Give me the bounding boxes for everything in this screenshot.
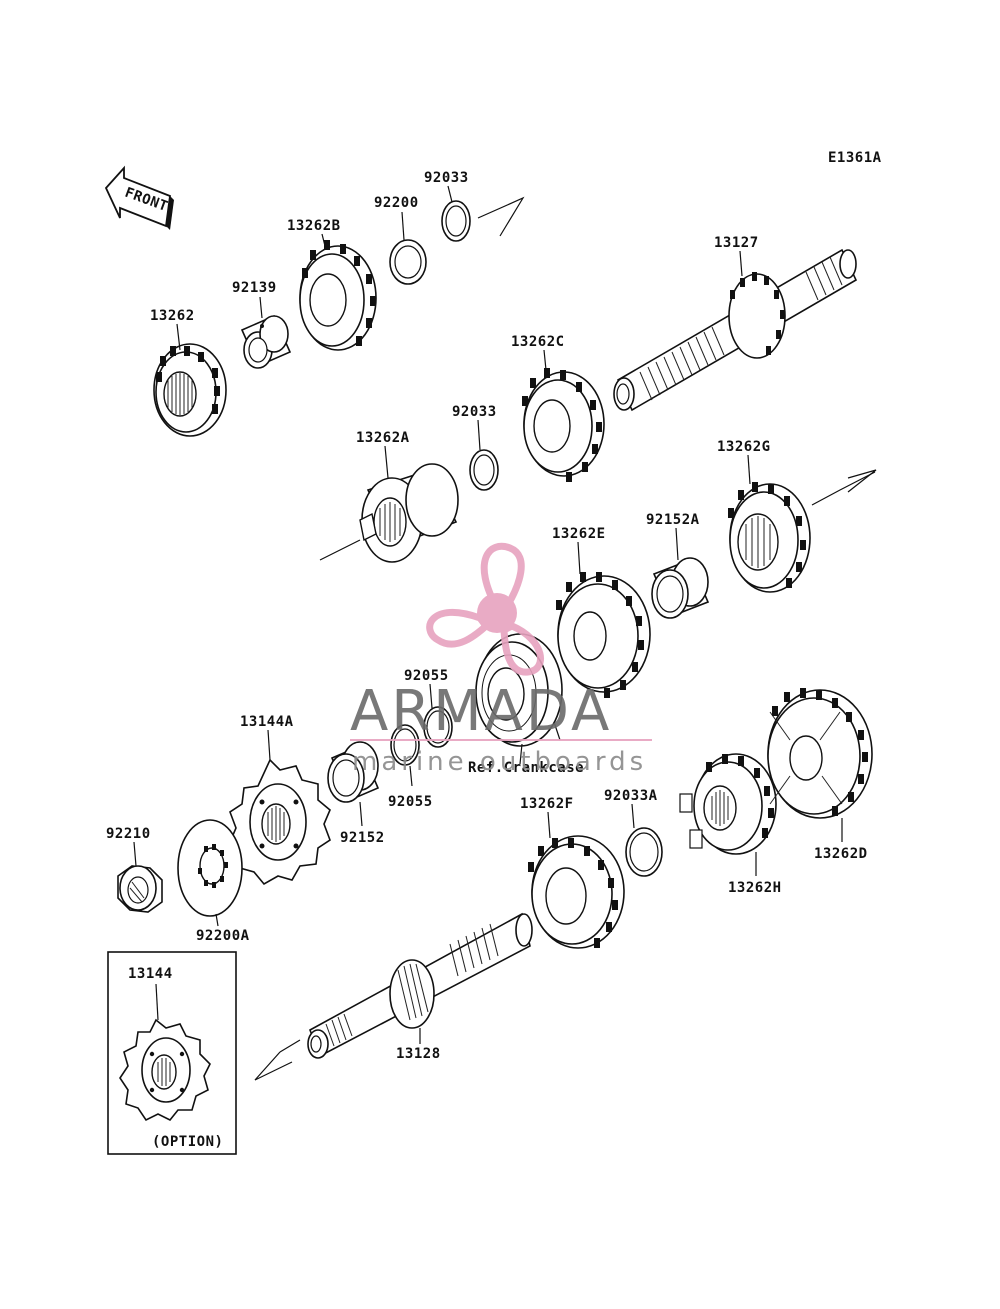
- label-13262E: 13262E: [552, 526, 606, 542]
- label-13262D: 13262D: [814, 846, 868, 862]
- label-92139: 92139: [232, 280, 277, 296]
- needle-bearing-92139: [240, 314, 292, 369]
- label-13144: 13144: [128, 966, 173, 982]
- label-92055-bottom: 92055: [388, 794, 433, 810]
- sprocket-13144: [119, 1018, 211, 1122]
- watermark: ARMADA marine outboards: [350, 542, 652, 777]
- option-label: (OPTION): [152, 1134, 223, 1150]
- gear-13262H: [679, 753, 777, 855]
- gear-13262E: [556, 572, 651, 698]
- diagram-code: E1361A: [828, 150, 882, 166]
- label-13144A: 13144A: [240, 714, 294, 730]
- label-92033A: 92033A: [604, 788, 658, 804]
- label-92033-mid: 92033: [452, 404, 497, 420]
- watermark-tagline: marine outboards: [352, 747, 647, 777]
- gear-13262: [153, 343, 227, 437]
- circlip-92033A: [625, 827, 663, 877]
- collar-92152A: [651, 557, 710, 619]
- label-13262H: 13262H: [728, 880, 782, 896]
- watermark-brand: ARMADA: [350, 679, 612, 744]
- label-13262A: 13262A: [356, 430, 410, 446]
- washer-92200: [389, 239, 427, 285]
- circlip-92033-top: [441, 200, 471, 242]
- reference-note: Ref.Crankcase: [468, 760, 584, 776]
- shaft-13128: [307, 912, 533, 1059]
- label-92152A: 92152A: [646, 512, 700, 528]
- gear-13262G: [728, 482, 811, 593]
- label-92033-top: 92033: [424, 170, 469, 186]
- gear-13262A: [359, 463, 459, 563]
- label-13128: 13128: [396, 1046, 441, 1062]
- label-13262B: 13262B: [287, 218, 341, 234]
- shaft-13127: [613, 248, 858, 412]
- label-13262G: 13262G: [717, 439, 771, 455]
- gear-13262D: [767, 688, 873, 819]
- label-13127: 13127: [714, 235, 759, 251]
- label-92200A: 92200A: [196, 928, 250, 944]
- front-arrow-icon: FRONT: [104, 165, 174, 230]
- label-92152: 92152: [340, 830, 385, 846]
- o-ring-92055-top: [423, 706, 453, 748]
- collar-92152: [327, 741, 380, 803]
- option-box: 13144 (OPTION): [107, 951, 237, 1155]
- label-13262F: 13262F: [520, 796, 574, 812]
- gear-13262C: [522, 368, 605, 482]
- label-13262C: 13262C: [511, 334, 565, 350]
- o-ring-92055-bottom: [390, 724, 420, 766]
- sprocket-13144A: [229, 758, 331, 886]
- circlip-92033-mid: [469, 449, 499, 491]
- nut-92210: [117, 865, 163, 913]
- label-92200: 92200: [374, 195, 419, 211]
- lock-washer-92200A: [177, 819, 243, 917]
- label-13262: 13262: [150, 308, 195, 324]
- label-92055-top: 92055: [404, 668, 449, 684]
- gear-13262B: [299, 240, 377, 351]
- label-92210: 92210: [106, 826, 151, 842]
- propeller-logo-icon: [426, 542, 544, 676]
- gear-13262F: [528, 835, 625, 949]
